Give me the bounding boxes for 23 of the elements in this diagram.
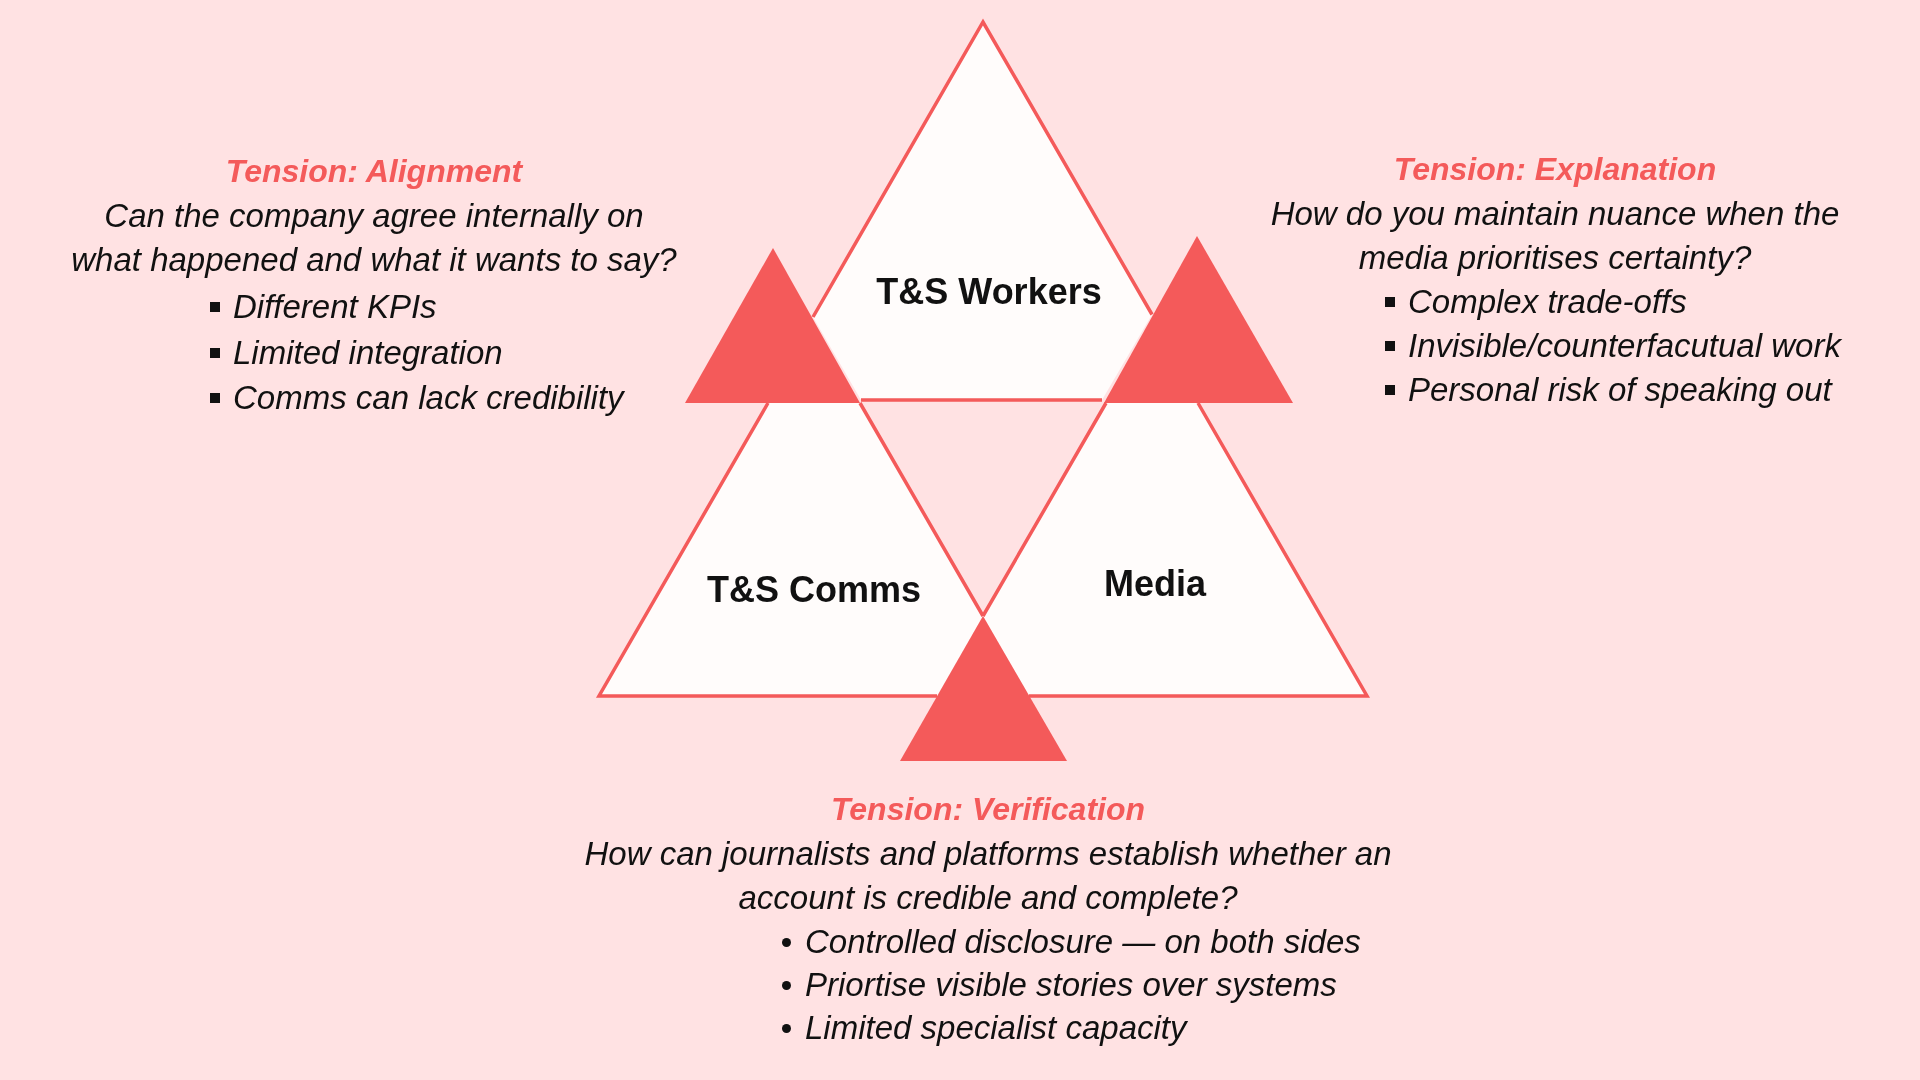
list-item-text: Different KPIs: [233, 287, 437, 327]
tension-heading: Tension: Verification: [830, 790, 1146, 829]
question-text: How can journalists and platforms establish whether an account is credible and complete?: [583, 834, 1393, 918]
list-item-text: Invisible/counterfacutual work: [1408, 326, 1841, 366]
question-text: Can the company agree internally on what happened and what it wants to say?: [70, 196, 678, 280]
triangle-marker: [685, 248, 860, 403]
list-item-text: Personal risk of speaking out: [1408, 370, 1832, 410]
triangle-marker: [900, 616, 1067, 761]
triangle-marker: [1104, 236, 1293, 403]
list-item-text: Controlled disclosure — on both sides: [805, 922, 1361, 962]
triangle: [810, 19, 1155, 403]
list-item-text: Comms can lack credibility: [233, 378, 624, 418]
tension-heading: Tension: Alignment: [225, 152, 523, 191]
node-label: T&S Comms: [707, 569, 921, 611]
triangle: [980, 400, 1370, 699]
list-item-text: Limited integration: [233, 332, 503, 373]
list-item-text: Limited specialist capacity: [805, 1008, 1187, 1048]
tension-heading: Tension: Explanation: [1393, 150, 1717, 189]
list-item-text: Priortise visible stories over systems: [805, 965, 1337, 1005]
node-label: Media: [1104, 563, 1206, 605]
list-item-text: Complex trade-offs: [1408, 282, 1687, 322]
question-text: How do you maintain nuance when the media prioritises certainty?: [1269, 194, 1841, 278]
node-label: T&S Workers: [876, 271, 1102, 313]
